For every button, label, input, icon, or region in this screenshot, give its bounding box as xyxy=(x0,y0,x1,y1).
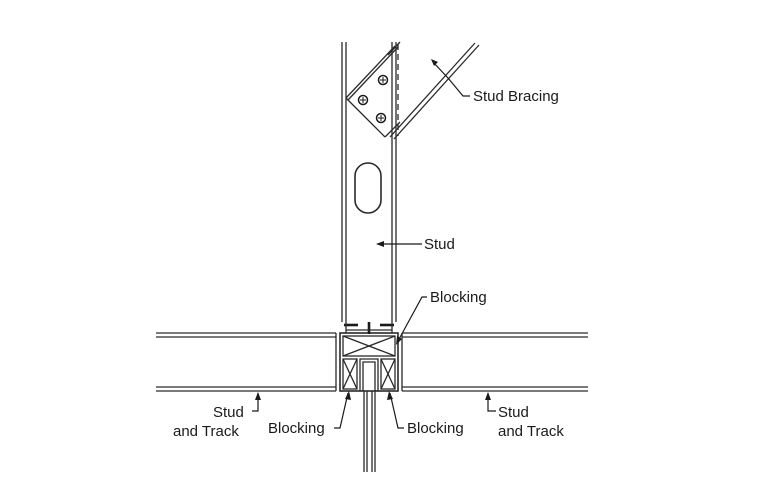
right-stud-and-track-callout: Stud and Track xyxy=(485,392,564,440)
right-stud-track-label-line1: Stud xyxy=(498,404,529,421)
stud-callout: Stud xyxy=(376,236,455,253)
screw-icon xyxy=(357,94,369,106)
right-stud-track-label-line2: and Track xyxy=(498,423,564,440)
left-blocking-label: Blocking xyxy=(268,420,325,437)
right-blocking-label: Blocking xyxy=(407,420,464,437)
blocking-top-callout: Blocking xyxy=(396,289,487,345)
stud-label: Stud xyxy=(424,236,455,253)
stud xyxy=(341,42,399,322)
right-blocking-callout: Blocking xyxy=(387,391,464,437)
left-stud-track-label-line2: and Track xyxy=(173,423,239,440)
left-stud-and-track-callout: Stud and Track xyxy=(173,392,261,440)
screw-icon xyxy=(375,112,387,124)
stud-and-track-left xyxy=(156,332,337,392)
stud-and-track-right xyxy=(401,332,588,392)
stud-bracing-callout: Stud Bracing xyxy=(431,59,559,105)
lower-stud xyxy=(363,391,376,472)
stud-bracing-label: Stud Bracing xyxy=(473,88,559,105)
stud-bracing xyxy=(345,41,480,140)
blocking-top-label: Blocking xyxy=(430,289,487,306)
left-stud-track-label-line1: Stud xyxy=(213,404,244,421)
blocking xyxy=(339,322,399,392)
screw-icon xyxy=(377,74,389,86)
left-blocking-callout: Blocking xyxy=(268,391,351,437)
stud-access-hole xyxy=(354,162,382,214)
